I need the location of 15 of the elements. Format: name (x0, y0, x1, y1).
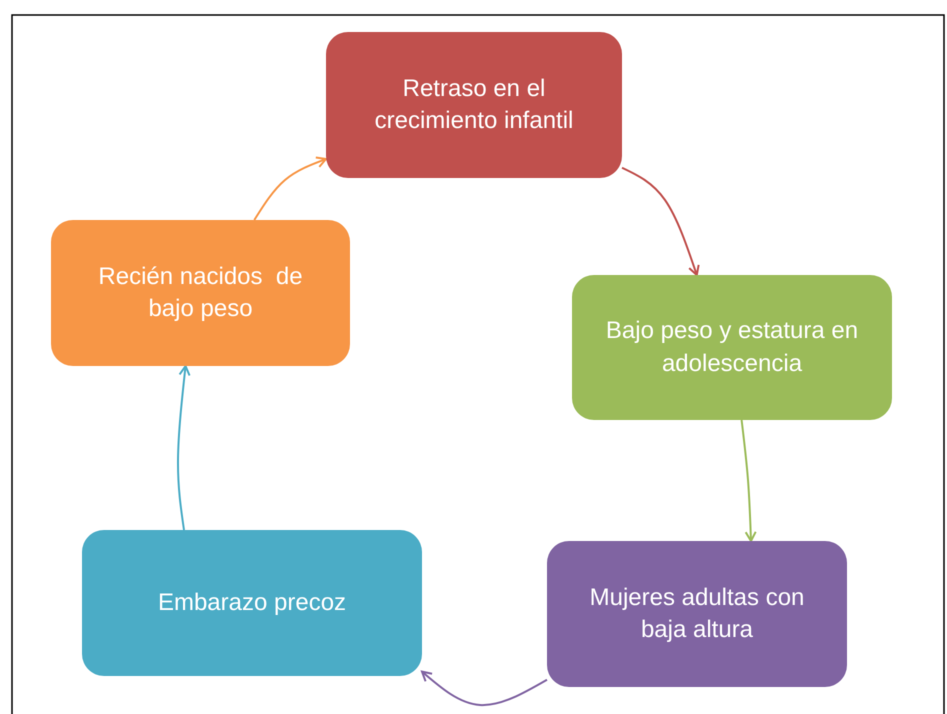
box-label: Bajo peso y estatura en adolescencia (604, 316, 860, 378)
process-box (547, 541, 847, 687)
process-box (51, 220, 350, 366)
arrow (421, 670, 548, 706)
arrow (177, 365, 191, 530)
box-label: Mujeres adultas con baja altura (588, 582, 806, 645)
box-label: Recién nacidos de bajo peso (97, 262, 304, 324)
process-box (572, 275, 892, 420)
process-box (326, 32, 622, 178)
arrow (622, 166, 700, 276)
arrow (740, 420, 757, 542)
box-label: Embarazo precoz (158, 588, 346, 618)
process-box (82, 530, 422, 676)
arrow (253, 156, 327, 221)
box-label: Retraso en el crecimiento infantil (374, 74, 574, 136)
